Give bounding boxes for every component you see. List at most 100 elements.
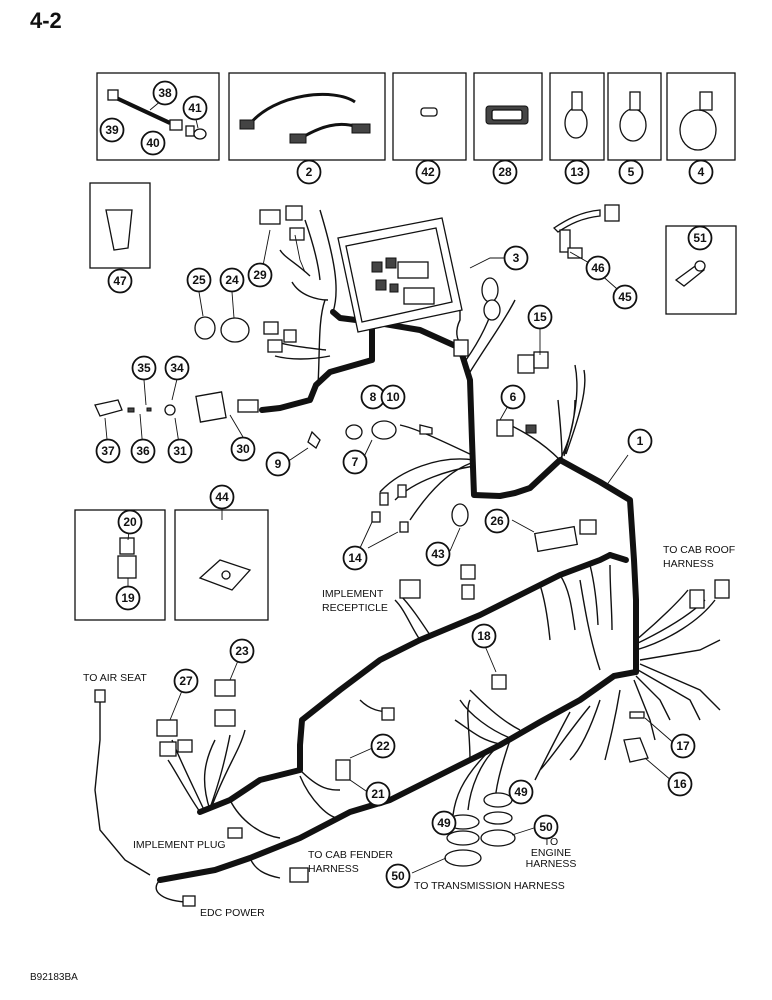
callout-51: 51 (687, 225, 713, 251)
label-implement-plug: IMPLEMENT PLUG (133, 839, 226, 851)
svg-text:6: 6 (510, 390, 517, 404)
svg-text:39: 39 (105, 123, 119, 137)
callout-23: 23 (229, 638, 255, 664)
parts-box-bracket (174, 509, 269, 621)
upper-harness-loop (259, 319, 375, 413)
callout-38: 38 (152, 80, 178, 106)
label-to-cab-roof-harness-2: HARNESS (663, 558, 714, 570)
svg-text:24: 24 (225, 273, 239, 287)
callout-9: 9 (265, 451, 291, 477)
label-implement-receptacle-2: RECEPTICLE (322, 602, 388, 614)
svg-text:8: 8 (370, 390, 377, 404)
svg-text:44: 44 (215, 490, 229, 504)
callout-45: 45 (612, 284, 638, 310)
callout-16: 16 (667, 771, 693, 797)
parts-box-cable (228, 72, 386, 161)
callout-37: 37 (95, 438, 121, 464)
svg-text:43: 43 (431, 547, 445, 561)
callout-19: 19 (115, 585, 141, 611)
label-to-air-seat: TO AIR SEAT (83, 672, 147, 684)
callout-22: 22 (370, 733, 396, 759)
svg-text:3: 3 (513, 251, 520, 265)
document-code: B92183BA (30, 972, 78, 983)
svg-text:25: 25 (192, 273, 206, 287)
parts-box-clamp-medium (607, 72, 662, 161)
parts-box-bulb (392, 72, 467, 161)
callout-3: 3 (503, 245, 529, 271)
label-to-cab-fender-harness-2: HARNESS (308, 863, 359, 875)
svg-text:20: 20 (123, 515, 137, 529)
svg-text:15: 15 (533, 310, 547, 324)
callout-41: 41 (182, 95, 208, 121)
callout-26: 26 (484, 508, 510, 534)
svg-text:2: 2 (306, 165, 313, 179)
parts-box-lens (473, 72, 543, 161)
svg-text:27: 27 (179, 674, 193, 688)
label-to-engine-harness-3: HARNESS (526, 858, 577, 870)
svg-text:51: 51 (693, 231, 707, 245)
callout-25: 25 (186, 267, 212, 293)
parts-box-clamp-small (549, 72, 605, 161)
label-to-transmission-harness: TO TRANSMISSION HARNESS (414, 880, 565, 892)
svg-text:4: 4 (698, 165, 705, 179)
svg-text:30: 30 (236, 442, 250, 456)
svg-text:26: 26 (490, 514, 504, 528)
svg-text:41: 41 (188, 101, 202, 115)
svg-text:34: 34 (170, 361, 184, 375)
parts-box-clip (89, 182, 151, 269)
svg-text:23: 23 (235, 644, 249, 658)
callout-50: 50 (385, 863, 411, 889)
svg-text:18: 18 (477, 629, 491, 643)
svg-text:28: 28 (498, 165, 512, 179)
label-to-cab-fender-harness-1: TO CAB FENDER (308, 849, 393, 861)
callout-28: 28 (492, 159, 518, 185)
label-implement-receptacle-1: IMPLEMENT (322, 588, 384, 600)
callout-13: 13 (564, 159, 590, 185)
svg-text:21: 21 (371, 787, 385, 801)
page-number: 4-2 (30, 8, 62, 33)
parts-box-clamp-large (666, 72, 736, 161)
svg-text:7: 7 (352, 455, 359, 469)
text-labels: TO CAB ROOF HARNESS IMPLEMENT RECEPTICLE… (83, 544, 735, 919)
label-edc-power: EDC POWER (200, 907, 265, 919)
svg-text:29: 29 (253, 268, 267, 282)
svg-text:38: 38 (158, 86, 172, 100)
label-to-cab-roof-harness-1: TO CAB ROOF (663, 544, 735, 556)
lower-harness-link (607, 552, 629, 563)
svg-text:46: 46 (591, 261, 605, 275)
svg-text:1: 1 (637, 434, 644, 448)
callout-42: 42 (415, 159, 441, 185)
callout-49: 49 (431, 810, 457, 836)
svg-text:16: 16 (673, 777, 687, 791)
callout-24: 24 (219, 267, 245, 293)
callout-2: 2 (296, 159, 322, 185)
callout-46: 46 (585, 255, 611, 281)
svg-text:31: 31 (173, 444, 187, 458)
svg-text:10: 10 (386, 390, 400, 404)
svg-text:45: 45 (618, 290, 632, 304)
callout-35: 35 (131, 355, 157, 381)
callout-7: 7 (342, 449, 368, 475)
callout-27: 27 (173, 668, 199, 694)
svg-text:19: 19 (121, 591, 135, 605)
instrument-cluster (337, 217, 463, 333)
lower-harness-loop (197, 552, 613, 815)
callout-4: 4 (688, 159, 714, 185)
svg-text:36: 36 (136, 444, 150, 458)
svg-text:35: 35 (137, 361, 151, 375)
svg-text:5: 5 (628, 165, 635, 179)
svg-text:17: 17 (676, 739, 690, 753)
svg-text:40: 40 (146, 136, 160, 150)
svg-text:49: 49 (514, 785, 528, 799)
callout-5: 5 (618, 159, 644, 185)
callout-31: 31 (167, 438, 193, 464)
callout-17: 17 (670, 733, 696, 759)
callout-18: 18 (471, 623, 497, 649)
callout-1: 1 (627, 428, 653, 454)
callout-20: 20 (117, 509, 143, 535)
callout-21: 21 (365, 781, 391, 807)
callout-43: 43 (425, 541, 451, 567)
svg-text:42: 42 (421, 165, 435, 179)
